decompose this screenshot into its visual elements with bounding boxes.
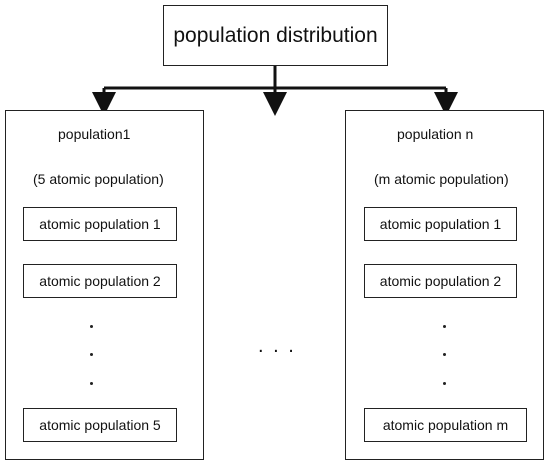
- right-vertical-ellipsis-dot: [443, 325, 446, 328]
- diagram-title: population distribution: [173, 23, 378, 47]
- right-group-title: population n: [397, 126, 474, 142]
- right-vertical-ellipsis-dot: [443, 353, 446, 356]
- left-atomic-population-2: atomic population 2: [23, 264, 177, 298]
- left-group-subtitle: (5 atomic population): [33, 171, 164, 187]
- population-distribution-box: population distribution: [163, 5, 388, 66]
- middle-ellipsis: . . .: [258, 335, 296, 357]
- right-atomic-population-1: atomic population 1: [364, 207, 517, 241]
- left-atomic-population-5: atomic population 5: [23, 408, 177, 442]
- left-atomic-population-1: atomic population 1: [23, 207, 177, 241]
- left-vertical-ellipsis-dot: [90, 325, 93, 328]
- right-atomic-population-m: atomic population m: [364, 408, 527, 442]
- right-vertical-ellipsis-dot: [443, 382, 446, 385]
- left-vertical-ellipsis-dot: [90, 382, 93, 385]
- left-vertical-ellipsis-dot: [90, 353, 93, 356]
- left-group-title: population1: [58, 126, 131, 142]
- right-atomic-population-2: atomic population 2: [364, 264, 517, 298]
- right-group-subtitle: (m atomic population): [374, 171, 509, 187]
